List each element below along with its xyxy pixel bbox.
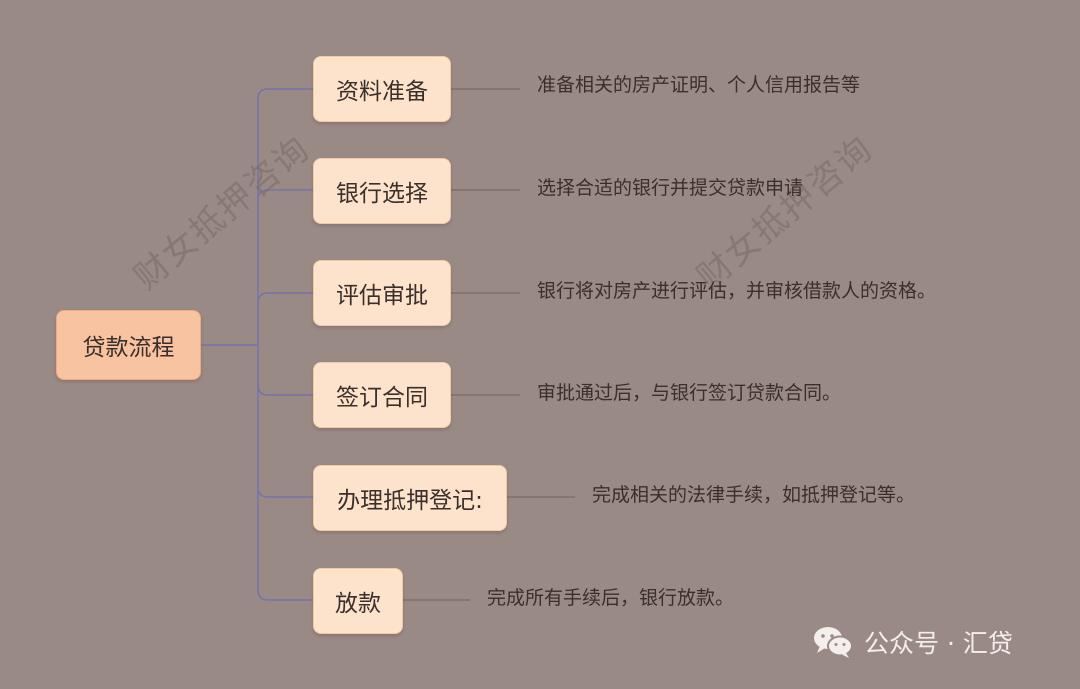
root-node[interactable]: 贷款流程 (56, 310, 201, 380)
step-node-label: 银行选择 (336, 181, 428, 207)
step-description-5: 完成相关的法律手续，如抵押登记等。 (592, 484, 916, 506)
step-node-label: 放款 (335, 591, 381, 617)
branch-line-5 (257, 486, 313, 498)
step-node-6[interactable]: 放款 (313, 568, 403, 634)
footer-text: 公众号 · 汇贷 (864, 629, 1013, 658)
step-description-6: 完成所有手续后，银行放款。 (487, 587, 735, 609)
trunk-line (257, 88, 313, 601)
step-node-3[interactable]: 评估审批 (313, 260, 451, 326)
step-description-3: 银行将对房产进行评估，并审核借款人的资格。 (537, 280, 937, 302)
branch-line-4 (257, 384, 313, 396)
root-node-label: 贷款流程 (82, 335, 175, 361)
wechat-icon (814, 627, 853, 658)
step-node-label: 评估审批 (336, 283, 428, 309)
step-node-label: 办理抵押登记: (337, 488, 483, 514)
step-node-2[interactable]: 银行选择 (313, 158, 451, 224)
step-description-4: 审批通过后，与银行签订贷款合同。 (537, 382, 842, 404)
step-node-1[interactable]: 资料准备 (313, 56, 451, 122)
footer-account: 公众号 · 汇贷 (812, 624, 1013, 660)
step-description-2: 选择合适的银行并提交贷款申请 (537, 177, 804, 199)
step-node-5[interactable]: 办理抵押登记: (313, 465, 507, 531)
branch-line-3 (257, 292, 313, 304)
step-node-label: 资料准备 (336, 79, 428, 105)
step-node-label: 签订合同 (336, 385, 428, 411)
step-node-4[interactable]: 签订合同 (313, 362, 451, 428)
step-description-1: 准备相关的房产证明、个人信用报告等 (537, 74, 861, 96)
branch-line-2 (257, 189, 313, 201)
